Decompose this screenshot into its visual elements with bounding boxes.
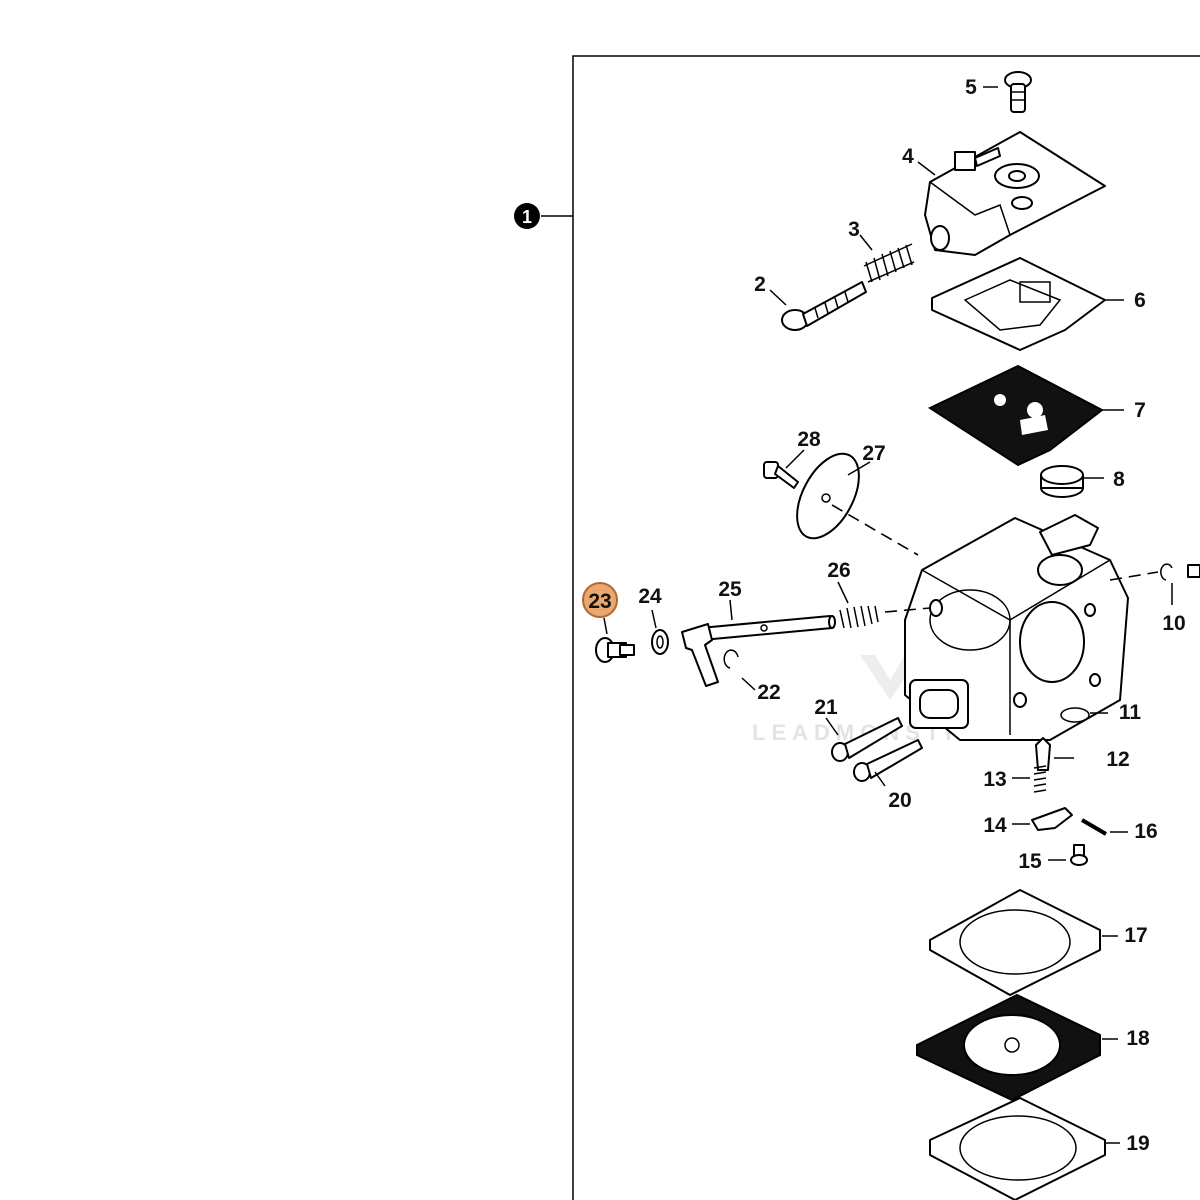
callout-12[interactable]: 12 [1106,748,1129,771]
callout-25[interactable]: 25 [718,578,742,601]
axis-line-26 [884,607,931,613]
callout-13[interactable]: 13 [983,768,1006,791]
part-10-clip[interactable] [1160,563,1173,581]
part-2-screw[interactable] [781,281,867,331]
part-23-screw[interactable] [595,637,635,663]
part-12-inlet-needle[interactable] [1035,737,1051,771]
callout-27[interactable]: 27 [862,442,885,465]
callout-20[interactable]: 20 [888,789,911,812]
part-27-throttle-plate[interactable] [784,444,871,549]
part-7-diaphragm[interactable] [927,364,1104,467]
callout-3[interactable]: 3 [848,218,860,241]
part-20-adjusting-screw[interactable] [853,739,923,782]
callout-15[interactable]: 15 [1018,850,1042,873]
callout-19[interactable]: 19 [1126,1132,1149,1155]
part-14-inlet-lever[interactable] [1031,807,1073,831]
leader-lines [603,86,1173,1144]
callout-labels: 5 4 3 2 6 7 8 28 27 26 25 24 10 22 21 11… [588,76,1185,1155]
callout-5[interactable]: 5 [965,76,977,99]
callout-23[interactable]: 23 [588,590,611,613]
callout-7[interactable]: 7 [1134,399,1146,422]
assembly-bracket [572,55,1200,1200]
part-8-filter[interactable] [1040,465,1084,498]
part-3-spring[interactable] [863,243,915,283]
part-22-clip[interactable] [723,649,739,669]
callout-6[interactable]: 6 [1134,289,1146,312]
part-11-o-ring[interactable] [1060,707,1090,723]
callout-24[interactable]: 24 [638,585,662,608]
part-13-spring[interactable] [1033,765,1047,793]
callout-28[interactable]: 28 [797,428,821,451]
callout-11[interactable]: 11 [1119,701,1142,724]
assembly-marker[interactable]: 1 [514,203,540,229]
callout-22[interactable]: 22 [757,681,780,704]
part-19-cover[interactable] [929,1097,1106,1200]
svg-text:1: 1 [522,207,532,227]
part-25-throttle-shaft[interactable] [681,615,836,687]
part-15-screw[interactable] [1070,844,1088,866]
callout-16[interactable]: 16 [1134,820,1157,843]
part-18-metering-diaphragm[interactable] [916,993,1101,1102]
part-6-gasket[interactable] [931,257,1106,351]
callout-14[interactable]: 14 [983,814,1007,837]
part-carburetor-body[interactable] [904,514,1129,741]
callout-8[interactable]: 8 [1113,468,1125,491]
callout-21[interactable]: 21 [814,696,838,719]
part-26-spring[interactable] [839,605,879,629]
part-17-gasket[interactable] [929,889,1101,996]
callout-26[interactable]: 26 [827,559,850,582]
part-16-pin[interactable] [1080,818,1108,836]
callout-10[interactable]: 10 [1162,612,1185,635]
part-21-adjusting-screw[interactable] [831,717,903,762]
part-5-screw[interactable] [1004,71,1032,113]
part-28-screw[interactable] [763,461,799,489]
axis-line-10 [1109,571,1159,581]
axis-line-27 [831,504,919,556]
callout-18[interactable]: 18 [1126,1027,1150,1050]
callout-4[interactable]: 4 [902,145,914,168]
part-4-pump-cover[interactable] [924,131,1106,256]
highlight-marker-23 [582,582,618,618]
part-10-connector [1187,564,1200,578]
callout-2[interactable]: 2 [754,273,766,296]
part-24-washer[interactable] [651,629,669,655]
callout-17[interactable]: 17 [1124,924,1147,947]
